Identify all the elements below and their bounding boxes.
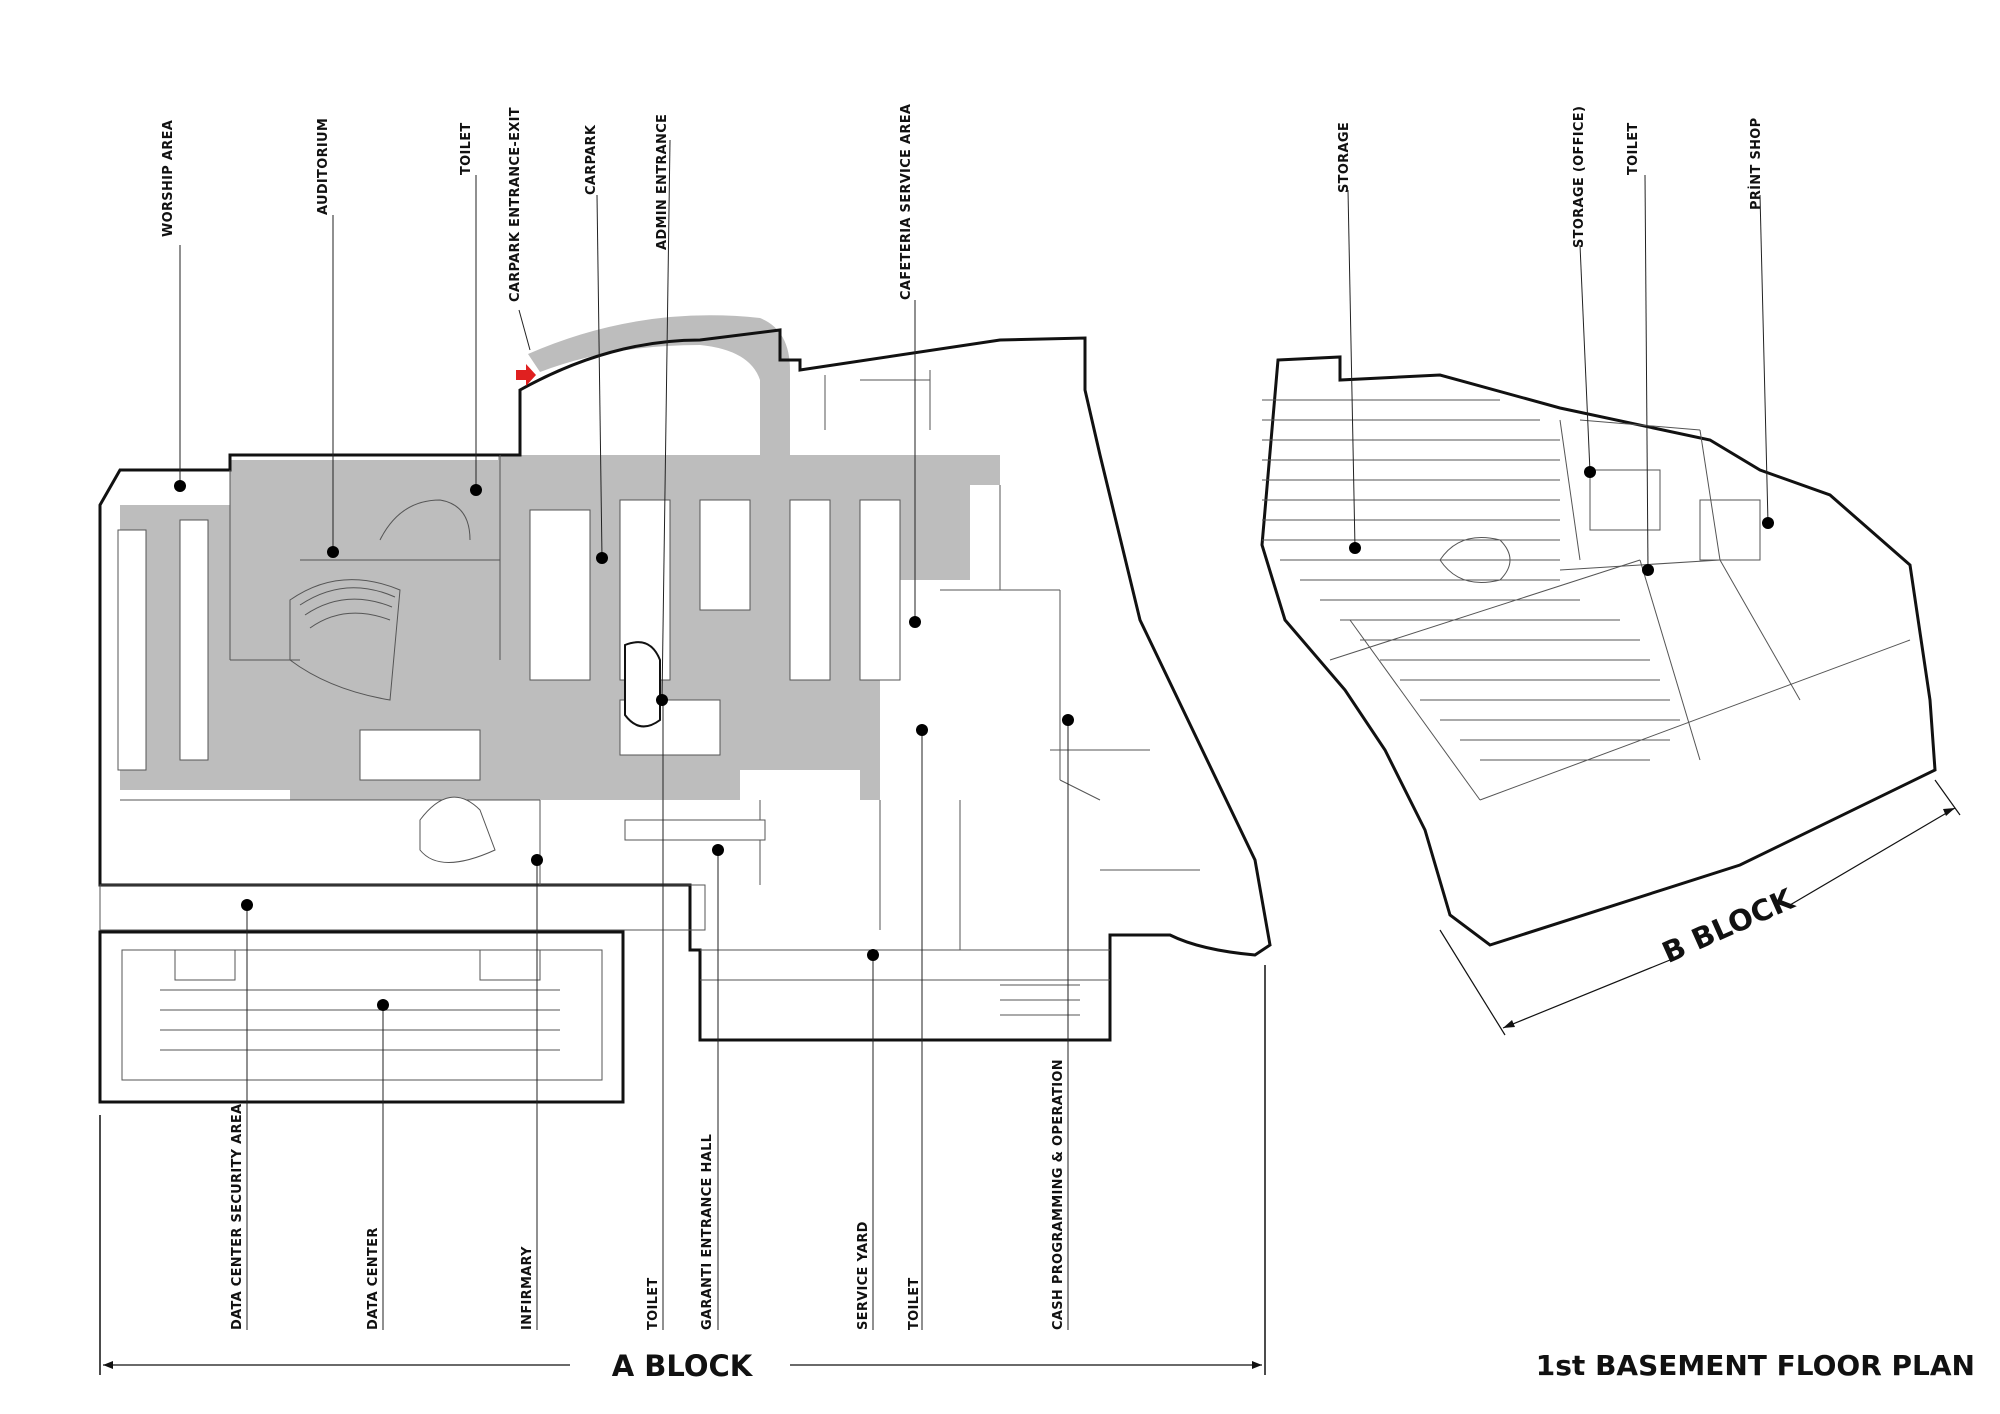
storage-racks — [1262, 399, 1680, 801]
entrance-arrow-icon — [516, 364, 536, 386]
a-block-dimension: A BLOCK — [99, 965, 1266, 1383]
label-infirmary: INFIRMARY — [520, 1246, 535, 1330]
label-auditorium: AUDITORIUM — [316, 118, 331, 215]
a-block-partitions — [120, 370, 1200, 951]
label-toilet-bottom-1: TOILET — [646, 1277, 661, 1330]
bottom-labels: DATA CENTER SECURITY AREA DATA CENTER IN… — [230, 1059, 1066, 1330]
parking-bays — [117, 499, 901, 841]
a-block-plan — [98, 315, 1272, 1104]
label-admin-entrance: ADMIN ENTRANCE — [655, 114, 670, 250]
carpark-ramp — [528, 315, 790, 455]
b-block-outline — [1260, 355, 1937, 947]
label-service-yard: SERVICE YARD — [856, 1221, 871, 1330]
b-block-dimension: B BLOCK — [1439, 779, 1961, 1036]
data-center-racks — [160, 949, 560, 1051]
label-print-shop: PRİNT SHOP — [1748, 118, 1764, 210]
plan-title: 1st BASEMENT FLOOR PLAN — [1536, 1349, 1975, 1382]
top-labels: WORSHIP AREA AUDITORIUM TOILET CARPARK E… — [161, 104, 1764, 302]
label-toilet-bottom-2: TOILET — [907, 1277, 922, 1330]
label-storage: STORAGE — [1337, 122, 1352, 193]
label-toilet-top: TOILET — [459, 122, 474, 175]
a-block-outline — [98, 328, 1272, 1042]
b-block-label: B BLOCK — [1657, 881, 1800, 970]
label-storage-office: STORAGE (OFFICE) — [1572, 106, 1587, 248]
label-worship-area: WORSHIP AREA — [161, 120, 176, 237]
label-data-center-security-area: DATA CENTER SECURITY AREA — [230, 1104, 245, 1330]
data-center-outline — [98, 930, 625, 1104]
b-block-plan — [1260, 355, 1937, 947]
label-carpark: CARPARK — [584, 124, 599, 195]
label-garanti-entrance-hall: GARANTI ENTRANCE HALL — [700, 1134, 715, 1330]
label-data-center: DATA CENTER — [366, 1227, 381, 1330]
label-cash-programming: CASH PROGRAMMING & OPERATION — [1051, 1059, 1066, 1330]
label-toilet-b: TOILET — [1626, 122, 1641, 175]
a-block-label: A BLOCK — [612, 1349, 754, 1383]
leaders — [179, 139, 1769, 1330]
label-carpark-entrance-exit: CARPARK ENTRANCE-EXIT — [508, 107, 523, 302]
room-dots — [174, 466, 1774, 1011]
label-cafeteria-service-area: CAFETERIA SERVICE AREA — [899, 104, 914, 300]
